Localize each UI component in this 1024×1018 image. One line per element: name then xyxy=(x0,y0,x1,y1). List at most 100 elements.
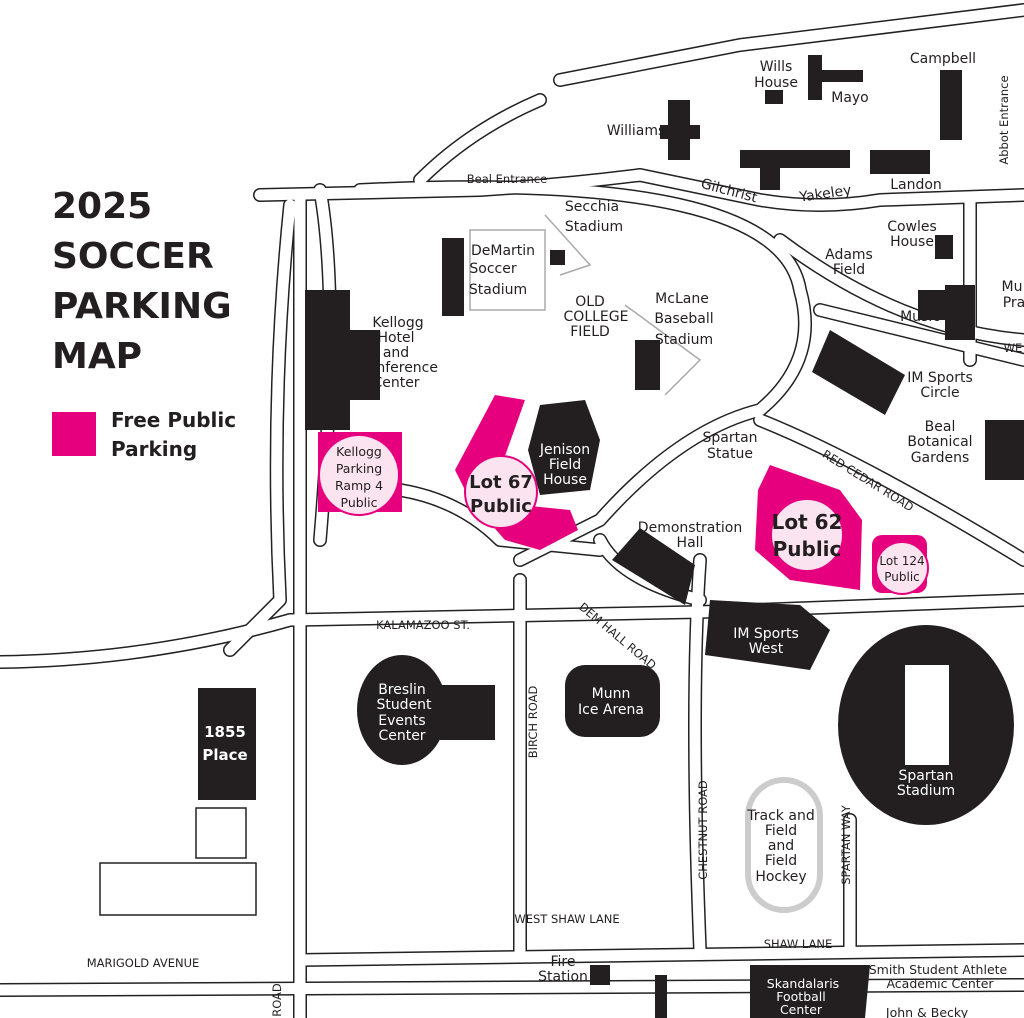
building-label: Stadium xyxy=(565,219,623,235)
building-label: House xyxy=(543,472,587,488)
building-label: Gardens xyxy=(911,450,970,466)
building-label: Baseball xyxy=(654,311,713,327)
fields xyxy=(469,214,702,396)
building-label: Center xyxy=(372,375,419,391)
building-label: Fire xyxy=(551,954,576,970)
building-label: Beal xyxy=(925,419,956,435)
building-label: Stadium xyxy=(469,282,527,298)
building-label: Center xyxy=(378,728,425,744)
parking-label: Public xyxy=(773,537,842,561)
building-label: Place xyxy=(202,746,247,764)
building-label: Stadium xyxy=(897,783,955,799)
title-line: SOCCER xyxy=(52,236,214,277)
road-label: KALAMAZOO ST. xyxy=(376,618,470,632)
building-label: Football xyxy=(776,989,825,1004)
building-label: Spartan xyxy=(898,768,953,784)
roads xyxy=(0,3,1024,1018)
building-label: Field xyxy=(765,853,797,869)
building-label: Academic Center xyxy=(886,976,994,991)
parking-label: Public xyxy=(470,496,532,517)
building-label: Yakeley xyxy=(797,182,852,205)
building-label: FIELD xyxy=(570,324,610,340)
building-label: Ice Arena xyxy=(578,702,644,718)
legend-label: Free Public xyxy=(111,408,236,432)
building-label: Pra xyxy=(1003,295,1024,311)
building-label: Skandalaris xyxy=(767,976,839,991)
building-label: Hall xyxy=(677,535,704,551)
building-label: and xyxy=(383,345,409,361)
building-label: Statue xyxy=(707,446,753,462)
building-label: Field xyxy=(549,457,581,473)
building-label: Demonstration xyxy=(638,520,742,536)
building-label: House xyxy=(754,75,798,91)
road-label: Beal Entrance xyxy=(467,172,547,186)
legend-label: Parking xyxy=(111,437,197,461)
building-label: Circle xyxy=(920,385,959,401)
building-label: COLLEGE xyxy=(564,309,629,325)
building-label: Wills xyxy=(760,59,793,75)
building-label: 1855 xyxy=(204,723,246,741)
building-label: McLane xyxy=(655,291,709,307)
building-label: and xyxy=(768,838,794,854)
building-label: Spartan xyxy=(702,430,757,446)
building-label: Student xyxy=(376,697,432,713)
building-label: DeMartin xyxy=(471,243,535,259)
map-title: 2025 SOCCER PARKING MAP xyxy=(52,186,232,377)
building-label: Williams xyxy=(607,123,666,139)
road-label: SHAW LANE xyxy=(764,937,833,951)
building-label: Hotel xyxy=(377,330,414,346)
parking-label: Kellogg xyxy=(336,444,382,459)
parking-label: Ramp 4 xyxy=(335,478,383,493)
building-label: Jenison xyxy=(539,442,590,458)
building-label: Breslin xyxy=(378,682,426,698)
building-label: Field xyxy=(765,823,797,839)
building-label: Smith Student Athlete xyxy=(869,962,1008,977)
building-label: OLD xyxy=(575,294,605,310)
building-label: Events xyxy=(378,713,425,729)
road-label: BIRCH ROAD xyxy=(526,686,540,759)
road-label: MARIGOLD AVENUE xyxy=(87,956,200,970)
legend-swatch xyxy=(52,412,96,456)
building-label: Field xyxy=(833,262,865,278)
building-label: House xyxy=(890,234,934,250)
building-labels: Wills House Mayo Campbell Williams Gilch… xyxy=(202,51,1024,1018)
building-label: Mu xyxy=(1002,279,1023,295)
building-label: Center xyxy=(780,1002,823,1017)
title-line: PARKING xyxy=(52,286,232,327)
building-label: West xyxy=(749,641,784,657)
building-label: Mayo xyxy=(831,90,869,106)
building-label: Hockey xyxy=(755,869,806,885)
building-label: Track and xyxy=(746,808,814,824)
building-label: Secchia xyxy=(565,199,619,215)
building-label: John & Becky xyxy=(885,1005,969,1018)
road-label: CHESTNUT ROAD xyxy=(696,780,710,880)
building-label: Soccer xyxy=(469,261,516,277)
building-label: Kellogg xyxy=(372,315,423,331)
building-1855-place xyxy=(198,688,256,800)
parking-labels: Kellogg Parking Ramp 4 Public Lot 67 Pub… xyxy=(318,434,929,595)
building-label: Music xyxy=(900,309,940,325)
road-label: SPARTAN WAY xyxy=(839,804,853,884)
building-label: IM Sports xyxy=(907,370,973,386)
building-label: Conference xyxy=(358,360,438,376)
parking-label: Lot 124 xyxy=(879,554,924,568)
building-label: Cowles xyxy=(887,219,937,235)
legend: Free Public Parking xyxy=(52,408,236,461)
parking-label: Public xyxy=(884,570,920,584)
title-line: 2025 xyxy=(52,186,152,227)
parking-label: Public xyxy=(341,495,378,510)
road-label: ROAD xyxy=(270,983,284,1017)
building-label: Campbell xyxy=(910,51,976,67)
building-label: Adams xyxy=(825,247,873,263)
building-label: IM Sports xyxy=(733,626,799,642)
building-label: Station xyxy=(538,969,588,985)
parking-label: Lot 62 xyxy=(772,510,843,534)
road-label: Abbot Entrance xyxy=(997,75,1011,164)
building-label: Gilchrist xyxy=(699,176,759,207)
buildings xyxy=(99,55,1024,1018)
road-label: WE xyxy=(1004,341,1023,355)
parking-label: Lot 67 xyxy=(469,472,533,493)
title-line: MAP xyxy=(52,336,142,377)
building-label: Munn xyxy=(592,686,631,702)
